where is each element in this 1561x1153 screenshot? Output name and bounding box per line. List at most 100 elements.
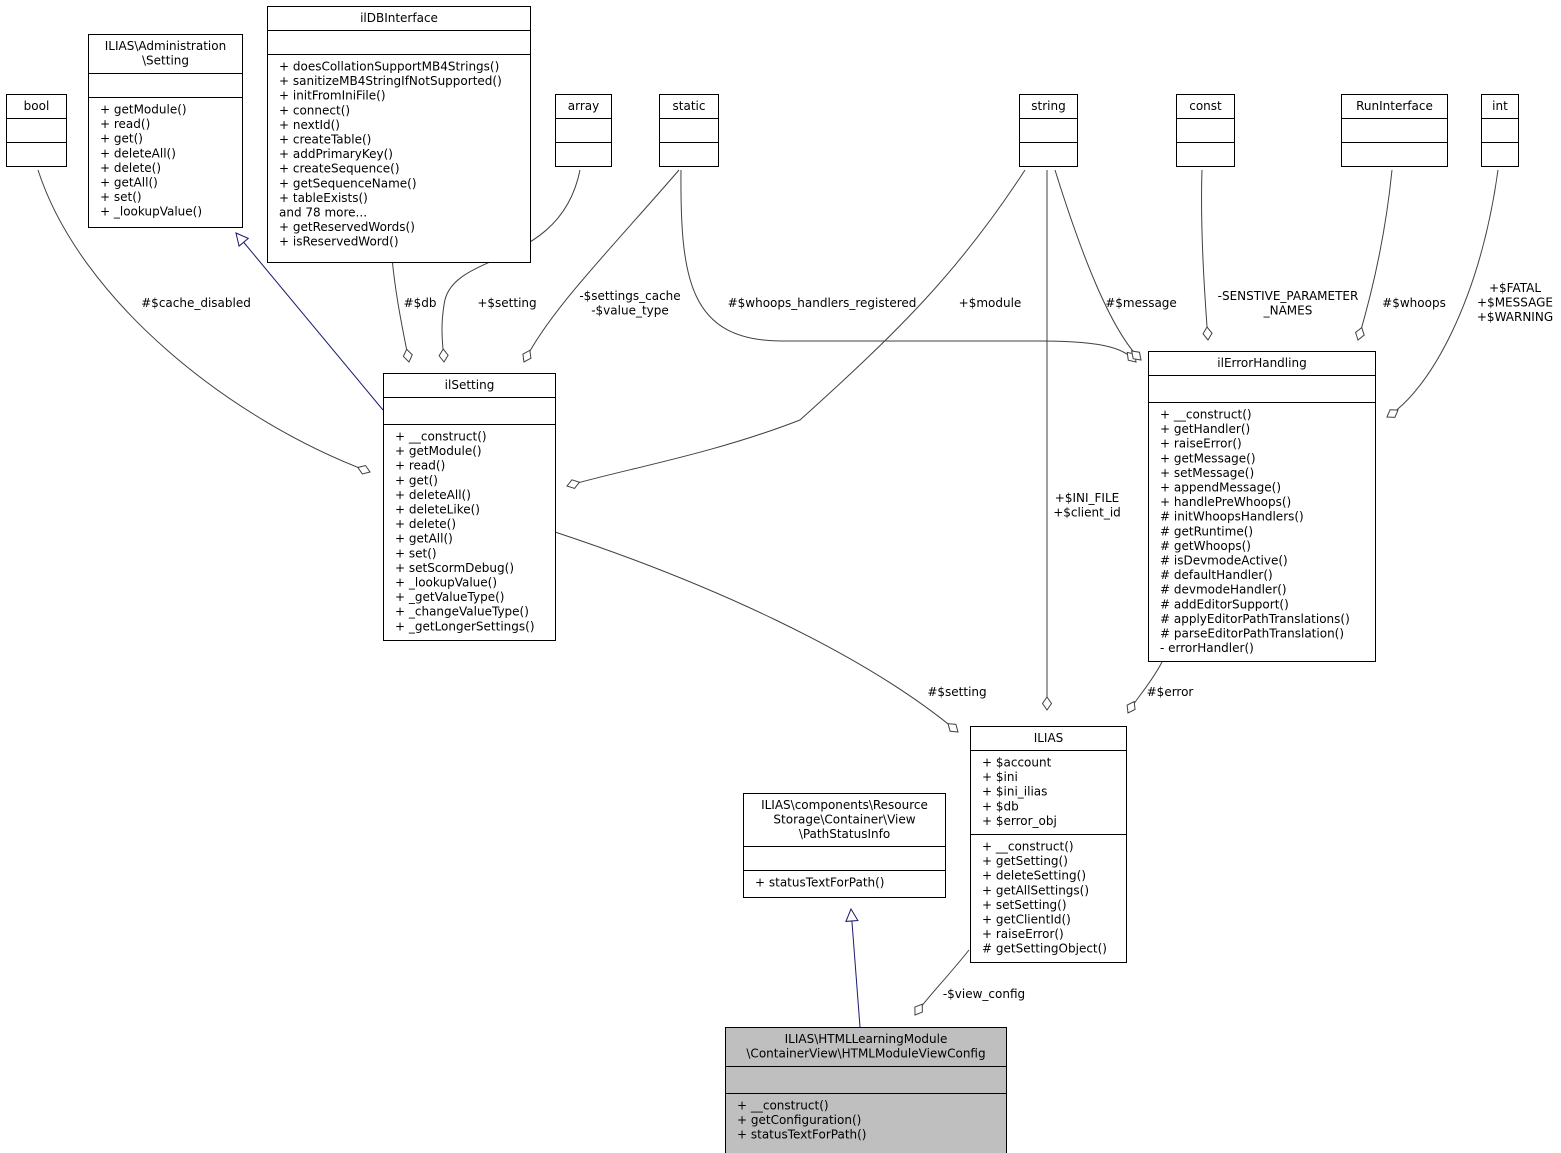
class-box [383,373,556,641]
aggregation-diamond [1202,326,1213,341]
class-method: # addEditorSupport() [1160,597,1289,611]
class-name: array [568,99,599,113]
class-name: ilErrorHandling [1217,356,1306,370]
class-name: ILIAS [1034,731,1064,745]
class-setting_iface: ILIAS\Administration\Setting+ getModule(… [88,34,243,228]
class-name: string [1031,99,1065,113]
class-method: + _getLongerSettings() [395,619,535,633]
class-method: # getWhoops() [1160,539,1251,553]
nodes-layer: bool ILIAS\Administration\Setting+ getMod… [6,6,1519,1153]
edge-label: #$cache_disabled [141,296,251,310]
edge-line [441,169,581,363]
class-method: # parseEditorPathTranslation() [1160,627,1344,641]
class-method: + getSequenceName() [279,176,417,190]
class-name: ILIAS\HTMLLearningModule [785,1032,948,1046]
edge-error [1126,661,1163,714]
class-method: + getSetting() [982,854,1068,868]
class-method: + addPrimaryKey() [279,147,393,161]
class-method: + getReservedWords() [279,220,415,234]
class-method: + _lookupValue() [395,576,497,590]
class-name: \Setting [142,54,189,68]
class-method: + __construct() [1160,408,1252,422]
class-name: Storage\Container\View [773,813,915,827]
aggregation-diamond [522,349,532,363]
class-box [1341,94,1448,167]
class-name: const [1189,99,1222,113]
edge-label: -$value_type [591,304,669,318]
edge-fatal [1386,169,1499,418]
class-array: array [555,94,612,167]
class-method: and 78 more... [279,206,367,220]
class-method: + appendMessage() [1160,481,1281,495]
class-method: + setSetting() [982,898,1067,912]
class-method: + nextId() [279,118,340,132]
class-method: + tableExists() [279,191,368,205]
edge-ini-file [1041,170,1053,711]
edge-line [37,169,371,473]
class-box [725,1027,1007,1153]
edge-line [235,232,384,411]
aggregation-diamond [1041,696,1053,711]
edge-label: +$MESSAGE [1477,296,1553,310]
class-method: + _lookupValue() [100,205,202,219]
aggregation-diamond [1386,409,1399,418]
class-method: + connect() [279,103,350,117]
class-method: + __construct() [395,430,487,444]
edge-line [680,169,1137,363]
edge-label: +$FATAL [1489,281,1541,295]
class-attribute: + $account [982,756,1052,770]
edge-label: #$error [1147,685,1194,699]
class-name: RunInterface [1356,99,1433,113]
edge-line [391,257,410,363]
class-method: # getRuntime() [1160,524,1253,538]
class-method: # isDevmodeActive() [1160,554,1288,568]
edge-label: +$setting [477,296,536,310]
class-box [743,793,946,898]
class-method: + read() [395,459,445,473]
class-method: + delete() [395,517,456,531]
edge-label: #$message [1105,296,1177,310]
aggregation-diamond [947,723,959,733]
class-box [6,94,67,167]
aggregation-diamond [566,479,581,490]
class-method: + deleteAll() [395,488,471,502]
class-method: + getModule() [100,103,187,117]
edge-view-config [914,949,970,1016]
aggregation-diamond [1131,350,1142,361]
class-method: + createTable() [279,133,371,147]
edge-line [850,908,861,1028]
class-method: + __construct() [737,1099,829,1113]
class-box [1019,94,1078,167]
class-const: const [1176,94,1235,167]
class-static: static [659,94,719,167]
class-ildb: ilDBInterface+ doesCollationSupportMB4St… [267,6,531,263]
class-bool: bool [6,94,67,167]
class-attribute: + $db [982,799,1019,813]
edge-line [566,169,1026,487]
class-name: bool [24,99,50,113]
edge-line [523,169,680,363]
class-name: static [673,99,706,113]
class-htmlmodule: ILIAS\HTMLLearningModule\ContainerView\H… [725,1027,1007,1153]
class-attribute: + $error_obj [982,814,1057,828]
edge-label: -SENSTIVE_PARAMETER [1218,289,1359,303]
class-method: + getAll() [100,176,158,190]
edge-label: #$whoops_handlers_registered [728,296,917,310]
class-box [267,6,531,263]
class-method: - errorHandler() [1160,641,1254,655]
class-box [1176,94,1235,167]
class-method: + getClientId() [982,913,1071,927]
class-attribute: + $ini_ilias [982,785,1047,799]
edge-label: -$settings_cache [579,289,680,303]
class-method: + delete() [100,161,161,175]
class-method: + getAll() [395,532,453,546]
edge-labels-layer: #$cache_disabled#$db+$setting-$settings_… [141,281,1553,1001]
class-box [970,726,1127,963]
class-method: # getSettingObject() [982,942,1107,956]
class-box [555,94,612,167]
class-name: \PathStatusInfo [799,827,890,841]
edge-line [1054,169,1142,361]
class-method: + isReservedWord() [279,235,399,249]
class-method: + set() [395,546,437,560]
